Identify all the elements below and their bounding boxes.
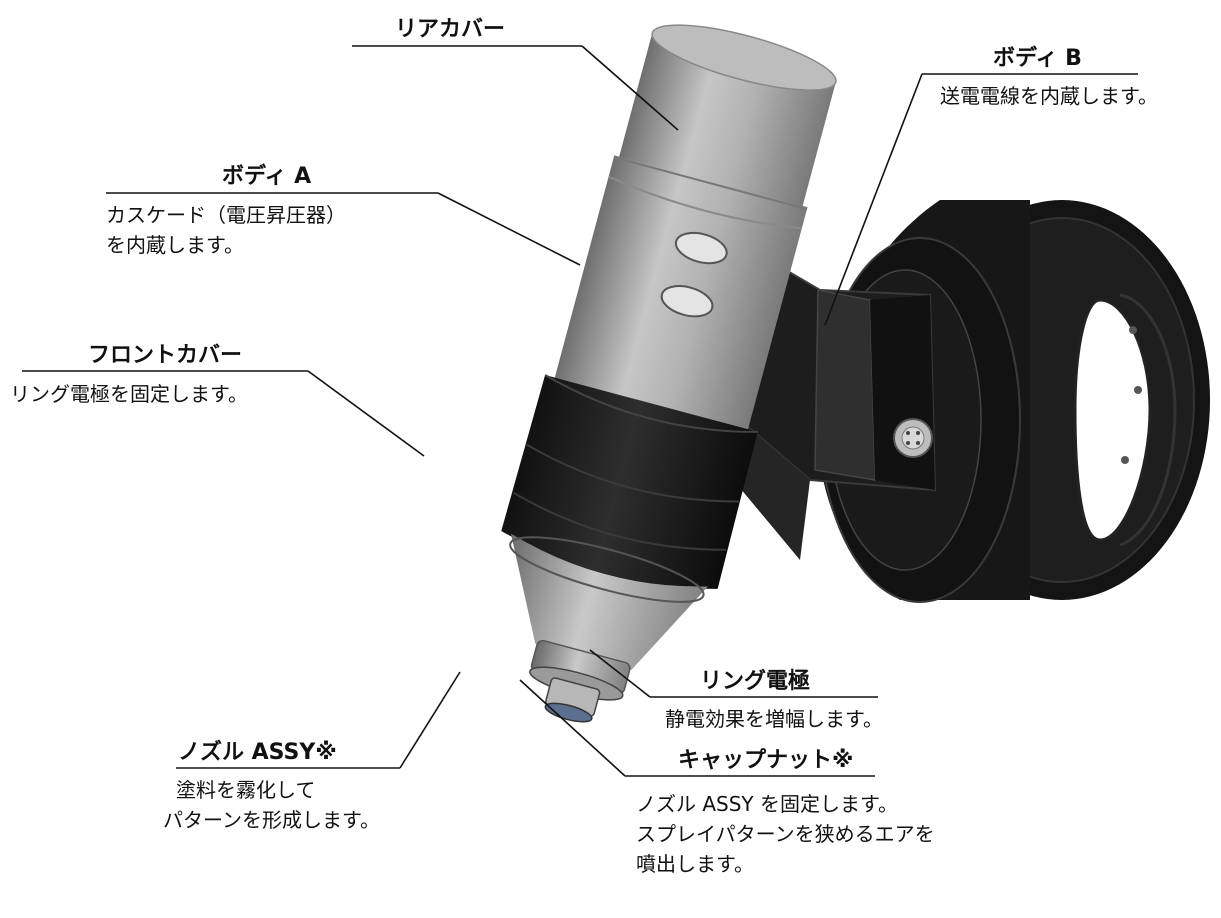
gun-body-assembly	[501, 24, 837, 723]
cap-nut-title: キャップナット※	[678, 748, 854, 773]
nozzle-assy-desc-line2: パターンを形成します。	[163, 808, 380, 832]
ring-electrode-desc: 静電効果を増幅します。	[665, 707, 883, 731]
rear-cover-title: リアカバー	[395, 17, 506, 42]
cap-nut-desc-line2: スプレイパターンを狭めるエアを	[636, 822, 935, 846]
cap-nut-desc-line1: ノズル ASSY を固定します。	[636, 792, 899, 816]
nozzle-assy-title: ノズル ASSY※	[178, 740, 337, 765]
leader-lines	[22, 45, 1138, 777]
front-cover-title: フロントカバー	[88, 343, 243, 368]
cap-nut-desc-line3: 噴出します。	[636, 852, 754, 876]
front-cover-desc: リング電極を固定します。	[10, 382, 248, 406]
body-a-desc-line1: カスケード（電圧昇圧器）	[106, 203, 346, 227]
body-a-desc-line2: を内蔵します。	[106, 233, 244, 257]
nozzle-assy-desc-line1: 塗料を霧化して	[176, 778, 316, 802]
body-b-desc: 送電電線を内蔵します。	[940, 84, 1158, 108]
ring-electrode-title: リング電極	[700, 669, 811, 694]
body-b-title: ボディ B	[993, 46, 1082, 71]
body-a-title: ボディ A	[222, 164, 312, 189]
